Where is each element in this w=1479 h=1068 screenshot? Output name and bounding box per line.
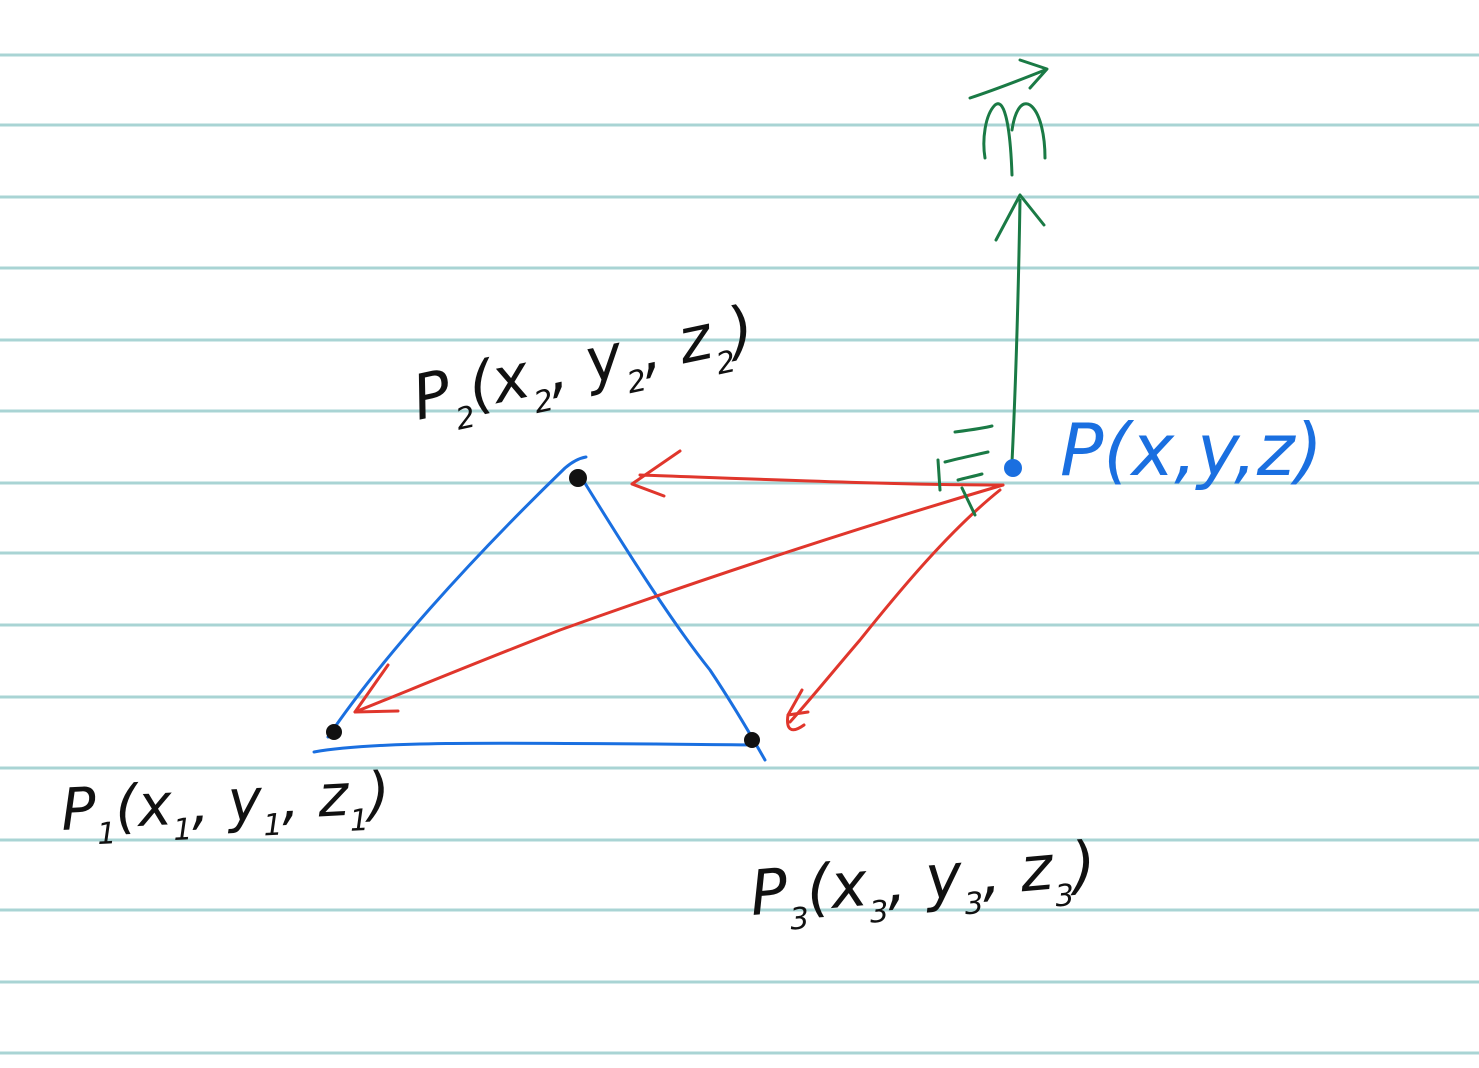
vector-p-to-p3: [788, 488, 1002, 724]
difference-vectors: [353, 449, 1005, 732]
point-p1: [326, 724, 342, 740]
right-angle-mark: [936, 424, 994, 517]
normal-vector: [936, 58, 1049, 517]
point-p: [1004, 459, 1022, 477]
triangle-edge-p1-p3: [312, 741, 758, 754]
vector-p-to-p1: [353, 483, 1005, 714]
point-p3: [744, 732, 760, 748]
vector-p-to-p2: [638, 473, 1005, 487]
label-p2: P2(x2, y2, z2): [406, 291, 763, 445]
normal-symbol-overarrow: [968, 58, 1049, 100]
triangle-edge-p1-p2: [326, 455, 588, 739]
label-p: P(x,y,z): [1060, 408, 1323, 492]
label-p3: P3(x3, y3, z3): [747, 827, 1100, 941]
label-p1: P1(x1, y1, z1): [59, 759, 392, 854]
arrowhead-p2: [630, 449, 682, 498]
ruled-lines: [0, 53, 1479, 1055]
plane-triangle: [312, 455, 767, 762]
normal-shaft: [1010, 198, 1022, 464]
arrowhead-p3: [786, 688, 810, 732]
normal-symbol-n: [982, 102, 1047, 177]
triangle-edge-p2-p3: [581, 478, 767, 762]
normal-arrowhead: [994, 193, 1046, 242]
arrowhead-p1: [353, 663, 400, 714]
point-p2: [569, 469, 587, 487]
points: [326, 459, 1022, 748]
